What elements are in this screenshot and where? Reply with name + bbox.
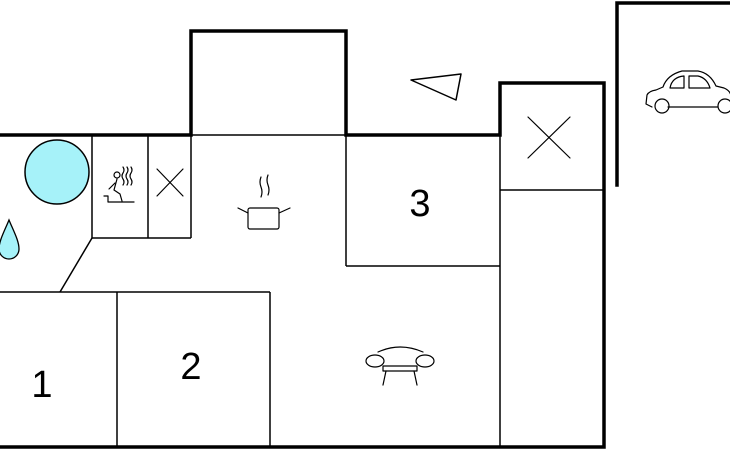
- water-drop-icon: [0, 218, 20, 260]
- sofa-icon: [365, 346, 435, 386]
- cross-icon: [156, 168, 184, 197]
- sauna-icon: [103, 166, 135, 203]
- interior-walls: [0, 134, 604, 447]
- room-label-2: 2: [180, 346, 201, 388]
- north-arrow-icon: [410, 73, 462, 101]
- kitchen-pot-icon: [237, 174, 291, 230]
- room-label-3: 3: [409, 183, 430, 225]
- car-icon: [645, 70, 730, 114]
- room-label-1: 1: [31, 364, 52, 406]
- pool-icon: [24, 139, 90, 205]
- cross-icon: [527, 116, 571, 159]
